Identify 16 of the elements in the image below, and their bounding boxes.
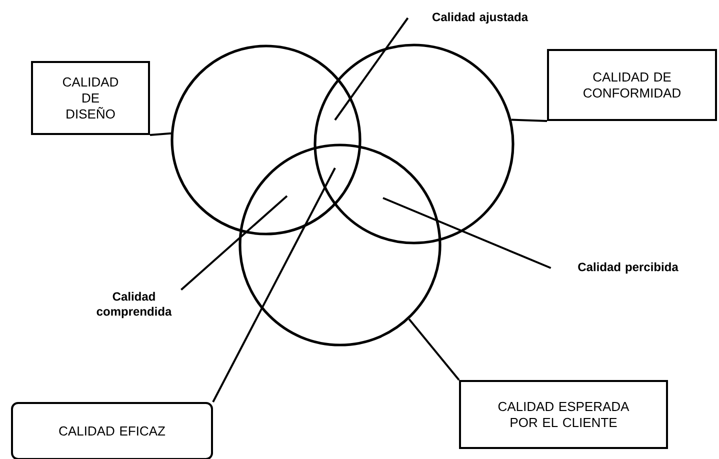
- venn-circle: [314, 44, 514, 244]
- quality-box: CALIDAD DE CONFORMIDAD: [547, 49, 717, 121]
- leader-line: [212, 168, 336, 402]
- quality-box: CALIDAD EFICAZ: [11, 402, 213, 459]
- leader-label: Calidad comprendida: [96, 292, 172, 318]
- connector-line: [408, 318, 460, 381]
- connector-line: [150, 132, 172, 136]
- leader-label: Calidad ajustada: [432, 12, 528, 24]
- connector-line: [511, 118, 548, 122]
- quality-box: CALIDAD DE DISEÑO: [31, 61, 150, 135]
- venn-circle: [170, 44, 362, 236]
- leader-line: [382, 197, 552, 269]
- leader-label: Calidad percibida: [578, 262, 678, 274]
- quality-box: CALIDAD ESPERADA POR EL CLIENTE: [459, 380, 668, 449]
- leader-line: [334, 17, 409, 121]
- venn-circle: [238, 144, 442, 346]
